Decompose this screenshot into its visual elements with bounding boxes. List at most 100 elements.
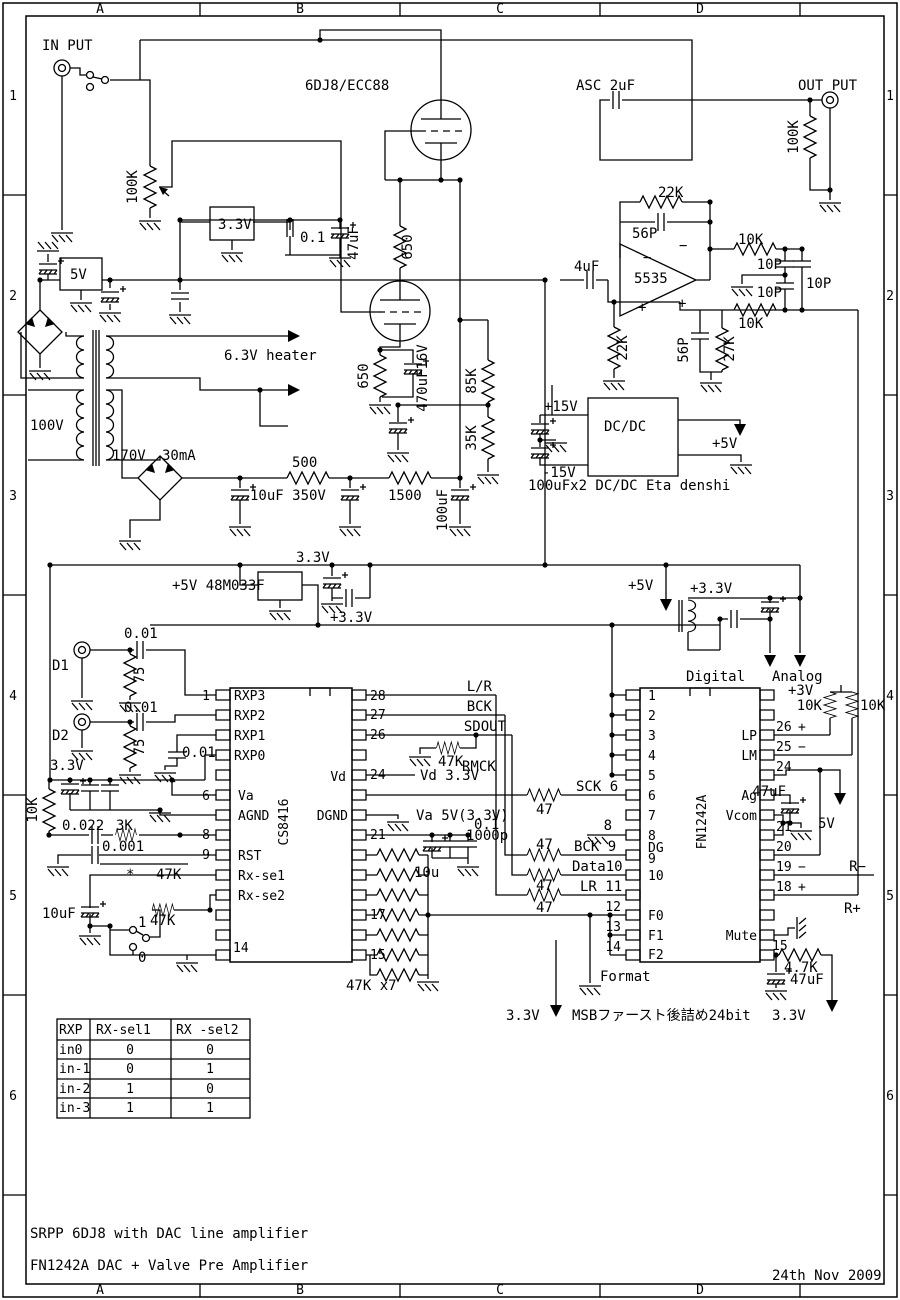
label-22k-gnd: 22K	[615, 335, 631, 361]
fn-lm: LM	[741, 749, 757, 764]
fn-n15: 15	[772, 939, 788, 954]
label-bck9: BCK 9	[574, 839, 616, 855]
label-22k-fb: 22K	[658, 185, 684, 201]
grid-row-6r: 6	[886, 1089, 894, 1104]
res-35k	[481, 416, 495, 460]
fn-plus18: +	[798, 880, 806, 895]
label-10k-c: 10K	[797, 698, 823, 714]
cs-pin1-num: 1	[202, 689, 210, 704]
cs-vd: Vd	[330, 770, 346, 785]
label-eta-denshi: 100uFx2 DC/DC Eta denshi	[528, 478, 730, 494]
label-gnd8: 8	[604, 818, 612, 834]
reg-5v-box	[59, 257, 103, 291]
fn-minus25: −	[798, 740, 806, 755]
label-4uf: 4uF	[574, 259, 599, 275]
res-10k-c	[823, 691, 837, 719]
label-47-d: 47	[536, 900, 553, 916]
label-lr-out: L/R	[467, 679, 493, 695]
label-10p-a: 10P	[757, 257, 782, 273]
label-p15v: +15V	[544, 399, 578, 415]
label-sck6: SCK 6	[576, 779, 618, 795]
label-47uf-fn-b: 47uF	[790, 972, 824, 988]
label-msb-format: MSBファースト後詰め24bit	[572, 1008, 751, 1024]
label-10uf-350v: 10uF 350V	[250, 488, 326, 504]
label-4k7: 4.7K	[784, 960, 818, 976]
label-5v-fn: 5V	[818, 816, 835, 832]
label-minus-b: −	[679, 238, 687, 254]
label-0022: 0.022	[62, 818, 104, 834]
table-r0c2: 0	[206, 1043, 214, 1058]
label-100uf: 100uF	[435, 489, 451, 531]
label-0001: 0.001	[102, 839, 144, 855]
fn-ag: Ag	[741, 789, 757, 804]
fn-n24: 24	[776, 760, 792, 775]
label-input: IN PUT	[42, 38, 93, 54]
fn-n1: 1	[648, 689, 656, 704]
table-r3c2: 1	[206, 1101, 214, 1116]
table-r1c1: 0	[126, 1062, 134, 1077]
grid-row-6l: 6	[9, 1089, 17, 1104]
cap-100uf	[450, 483, 477, 501]
label-75a: 75	[132, 667, 148, 684]
fn-f1: F1	[648, 929, 664, 944]
cs-rxp0: RXP0	[234, 749, 265, 764]
wires-fn-right	[555, 310, 874, 1005]
wires-opamp	[544, 201, 858, 565]
fn-n3: 3	[648, 729, 656, 744]
label-10k-b: 10K	[738, 316, 764, 332]
res-47k-sdout	[435, 741, 461, 755]
label-sw-0: 0	[138, 950, 146, 966]
table-r3c1: 1	[126, 1101, 134, 1116]
res-1500	[388, 471, 432, 485]
fn-n10: 10	[648, 869, 664, 884]
grid-row-4l: 4	[9, 689, 17, 704]
fn-n7: 7	[648, 809, 656, 824]
label-lr11: LR 11	[580, 879, 622, 895]
cs-pin15-num: 15	[370, 948, 386, 963]
fn-n13: 13	[605, 920, 621, 935]
label-10k-a: 10K	[738, 232, 764, 248]
label-r-plus: R+	[844, 901, 861, 917]
grid-row-2r: 2	[886, 289, 894, 304]
cs-pin21-num: 21	[370, 828, 386, 843]
fn-n14: 14	[605, 940, 621, 955]
label-100v: 100V	[30, 418, 64, 434]
cs-pin17-num: 17	[370, 908, 386, 923]
label-pot-100k: 100K	[125, 170, 141, 204]
wires-rails	[49, 564, 853, 780]
table-h-rxp: RXP	[59, 1023, 83, 1038]
rxp-table: RXP RX-sel1 RX -sel2 in0 0 0 in-1 0 1 in…	[56, 1018, 251, 1119]
table-h-sel1: RX-sel1	[96, 1023, 151, 1038]
reg-3v3-box	[209, 206, 255, 241]
label-10u: 10u	[414, 865, 439, 881]
table-r2c1: 1	[126, 1082, 134, 1097]
input-switch-pole	[100, 75, 110, 85]
label-asc: ASC 2uF	[576, 78, 635, 94]
label-star: *	[126, 867, 134, 883]
label-tube: 6DJ8/ECC88	[305, 78, 389, 94]
cs-rxp2: RXP2	[234, 709, 265, 724]
fn-n2: 2	[648, 709, 656, 724]
cs-rxse1: Rx-se1	[238, 869, 285, 884]
grid-col-b2: B	[296, 1283, 304, 1298]
output-load-resistor	[803, 115, 817, 159]
res-500	[286, 471, 330, 485]
label-01b: 0.1	[474, 817, 499, 833]
label-470uf16v: 470uF16V	[415, 344, 431, 412]
label-sw-1: 1	[138, 915, 146, 931]
label-plus-a: +	[638, 300, 646, 316]
label-rload-100k: 100K	[786, 120, 802, 154]
label-va5: Va 5V(3.3V)	[416, 808, 509, 824]
label-analog: Analog	[772, 669, 823, 685]
label-47uf-fn-a: 47uF	[752, 784, 786, 800]
grid-col-d: D	[696, 2, 704, 17]
label-p33-a: +3.3V	[330, 610, 373, 626]
label-reg5: 5V	[70, 267, 87, 283]
cs-pin28-num: 28	[370, 689, 386, 704]
d1-jack	[73, 641, 91, 659]
cs-pin27-num: 27	[370, 708, 386, 723]
output-jack	[821, 91, 839, 109]
heater-arrow-1	[288, 330, 300, 342]
